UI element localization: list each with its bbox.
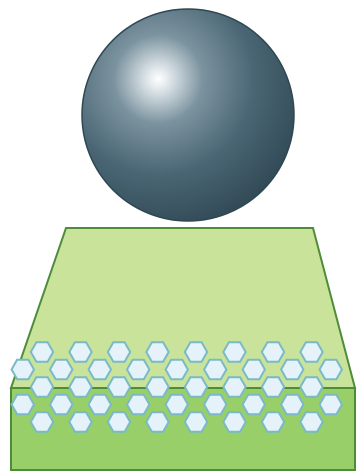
- hex-cell: [146, 412, 168, 431]
- hex-cell: [31, 342, 53, 361]
- hex-cell: [50, 395, 73, 414]
- hex-cell: [12, 360, 34, 379]
- hex-cell: [223, 377, 245, 396]
- hex-cell: [69, 377, 91, 396]
- hex-cell: [300, 412, 322, 431]
- hex-cell: [69, 342, 91, 361]
- hex-cell: [204, 395, 226, 414]
- hex-cell: [31, 412, 53, 431]
- hex-cell: [108, 342, 130, 361]
- hex-cell: [281, 360, 303, 379]
- hex-cell: [185, 342, 207, 361]
- hex-cell: [12, 395, 34, 414]
- hex-cell: [243, 395, 265, 414]
- steel-ball: [82, 9, 294, 221]
- hex-cell: [146, 377, 168, 396]
- hex-cell: [31, 377, 53, 396]
- hex-cell: [69, 412, 91, 431]
- hex-cell: [127, 395, 149, 414]
- hex-cell: [89, 395, 112, 414]
- hex-cell: [185, 377, 207, 396]
- hex-cell: [223, 342, 245, 361]
- hex-cell: [108, 412, 130, 431]
- hex-cell: [300, 377, 322, 396]
- hex-cell: [262, 412, 284, 431]
- hex-cell: [166, 360, 188, 379]
- hex-cell: [127, 360, 149, 379]
- hex-cell: [320, 395, 342, 414]
- hex-cell: [204, 360, 226, 379]
- hex-cell: [223, 412, 245, 431]
- hex-cell: [146, 342, 168, 361]
- hex-cell: [262, 377, 284, 396]
- hex-cell: [300, 342, 322, 361]
- hex-cell: [243, 360, 265, 379]
- hex-cell: [185, 412, 207, 431]
- hex-cell: [50, 360, 73, 379]
- hex-cell: [89, 360, 112, 379]
- hex-cell: [262, 342, 284, 361]
- hex-cell: [320, 360, 342, 379]
- hex-cell: [108, 377, 130, 396]
- hex-cell: [166, 395, 188, 414]
- hex-cell: [281, 395, 303, 414]
